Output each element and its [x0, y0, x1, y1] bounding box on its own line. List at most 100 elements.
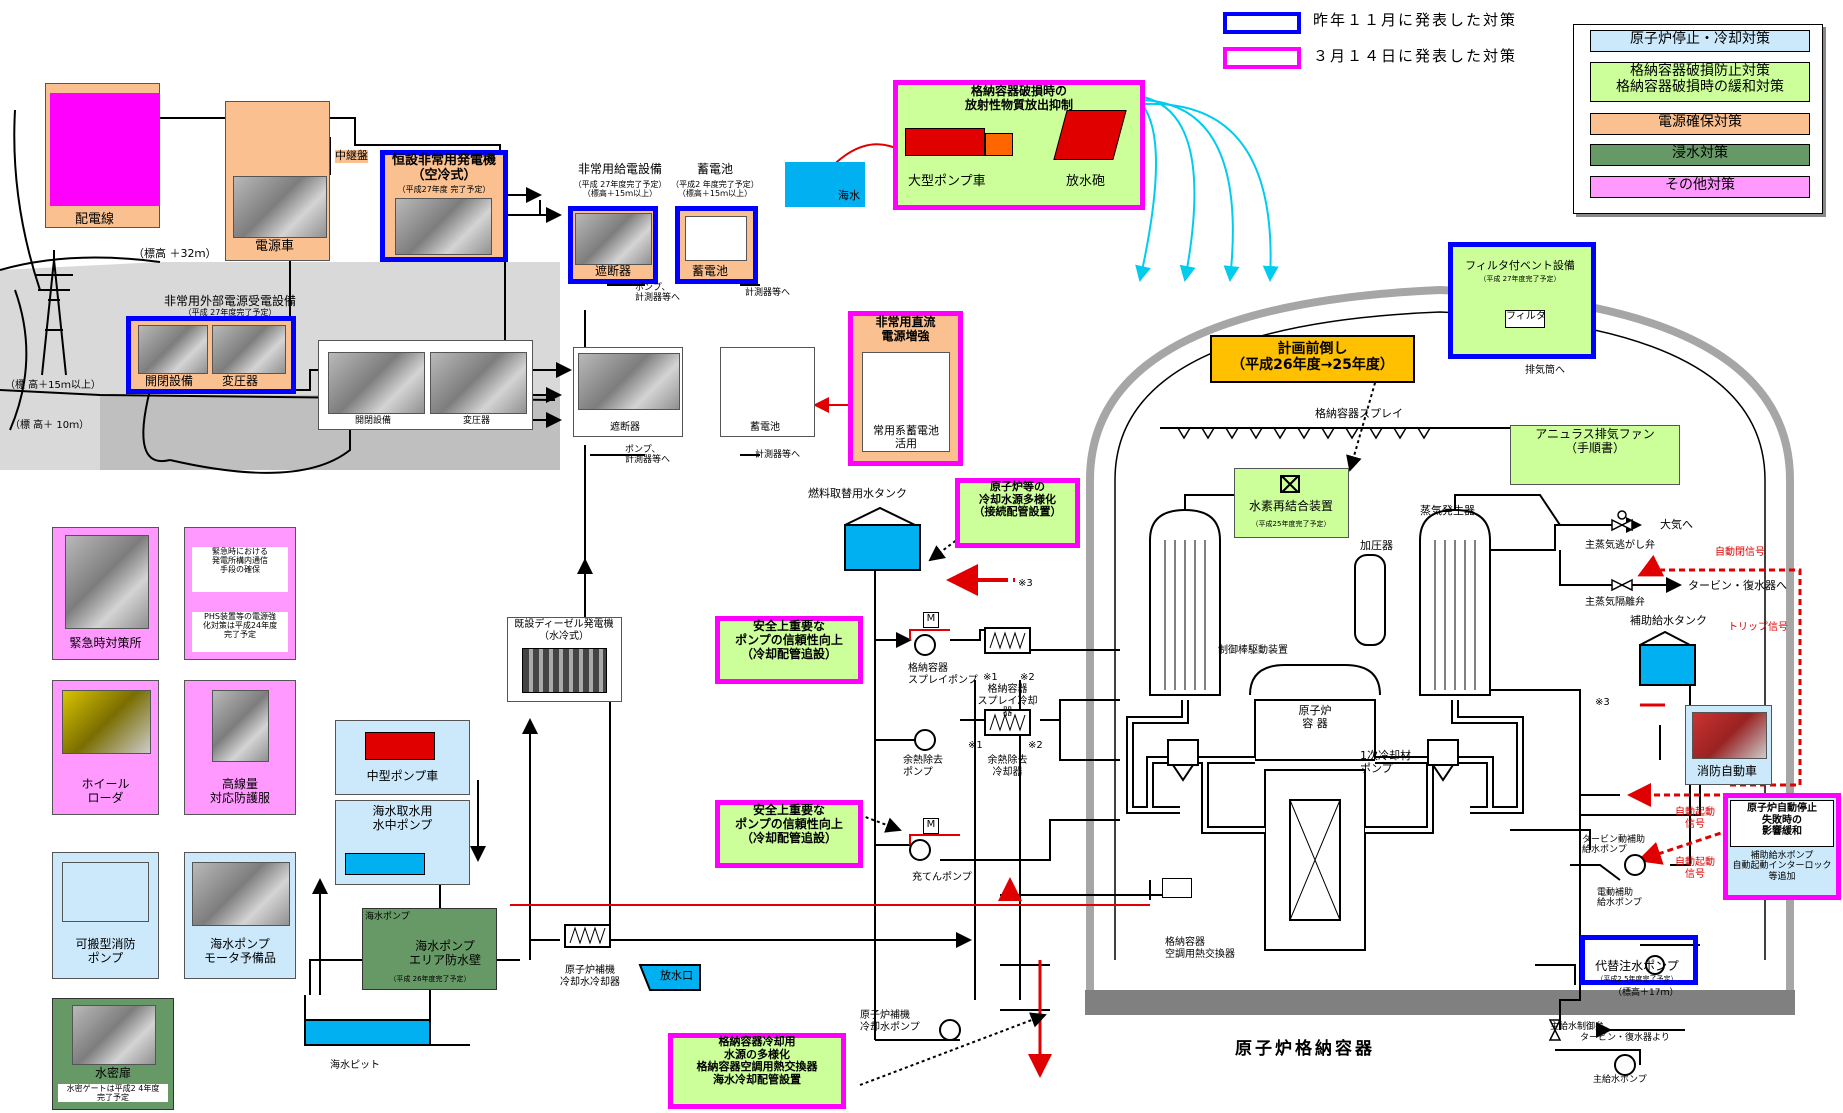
stack-label: 排気筒へ — [1525, 365, 1565, 377]
fw-pump-label: 主給水ポンプ — [1593, 1075, 1647, 1085]
switchgear-photo — [138, 325, 208, 374]
transformer-label: 変圧器 — [222, 375, 258, 389]
ct-cooling-label: 格納容器冷却用 水源の多様化 格納容器空調用熱交換器 海水冷却配管設置 — [671, 1036, 843, 1087]
ac-hx-icon — [1162, 878, 1192, 898]
pump-meters-existing: ポンプ、 計測器等へ — [625, 445, 670, 466]
motor-spare-label: 海水ポンプ モータ予備品 — [186, 938, 294, 966]
pressurizer-label: 加圧器 — [1360, 540, 1393, 553]
filter-vent-note: （平成 27年度完了予定） — [1450, 275, 1590, 283]
fw-valve-label: 主給水制御弁 — [1550, 1022, 1604, 1032]
breaker-new-photo — [575, 213, 652, 265]
distribution-line-label: 配電線 — [75, 213, 114, 228]
isolation-valve-label: 主蒸気隔離弁 — [1585, 597, 1645, 609]
switchgear-label: 開閉設備 — [145, 375, 193, 389]
sw-wall-label: 海水ポンプ エリア防水壁 — [395, 940, 495, 968]
power-truck-label: 電源車 — [255, 240, 294, 255]
sea-pit-label: 海水ピット — [330, 1060, 380, 1072]
fuel-water-tank — [845, 508, 920, 570]
breaker-new-label: 遮断器 — [595, 265, 631, 279]
md-pump-label: 電動補助 給水ポンプ — [1597, 888, 1642, 909]
ccw-pump-label: 原子炉補機 冷却水ポンプ — [860, 1010, 920, 1033]
meters-new: 計測器等へ — [745, 288, 790, 298]
emergency-feed-label: 非常用給電設備 — [565, 163, 675, 177]
h2-recombiner-icon — [1280, 475, 1300, 493]
pump-truck-cab — [985, 133, 1013, 156]
fire-truck-label: 消防自動車 — [1697, 765, 1757, 779]
existing-breaker-photo — [578, 353, 680, 410]
ccw-cooler-label: 原子炉補機 冷却水冷却器 — [555, 965, 625, 988]
note3-top: ※3 — [1018, 578, 1033, 590]
relief-valve-label: 主蒸気逃がし弁 — [1585, 540, 1655, 552]
suit-label: 高線量 対応防護服 — [186, 778, 294, 806]
water-cannon-label: 放水砲 — [1066, 175, 1105, 190]
power-truck-photo — [233, 176, 327, 238]
turbine-cond-label: タービン・復水器へ — [1688, 580, 1787, 593]
elev-10-label: （標 高＋ 10ｍ） — [10, 420, 89, 432]
elev-32-label: （標高 ＋32ｍ） — [133, 248, 217, 261]
reactor-vessel-label: 原子炉 容 器 — [1280, 705, 1350, 730]
containment-label: 原子炉格納容器 — [1235, 1040, 1375, 1060]
portable-pump-photo — [62, 862, 149, 922]
atws-label: 原子炉自動停止 失敗時の 影響緩和 — [1730, 800, 1834, 847]
legend-nov-swatch — [1223, 12, 1301, 34]
pump-meters-new: ポンプ、 計測器等へ — [635, 283, 680, 304]
aux-tank-label: 補助給水タンク — [1630, 615, 1707, 628]
battery-new-inner — [685, 216, 747, 261]
motor-icon-1: M — [923, 612, 939, 628]
legend-nov-label: 昨年１１月に発表した対策 — [1313, 12, 1517, 29]
portable-pump-label: 可搬型消防 ポンプ — [54, 938, 157, 966]
legend-cat-flood: 浸水対策 — [1590, 144, 1810, 166]
h2-recombiner-note: （平成25年度完了予定） — [1236, 520, 1346, 528]
elev-17-label: （標高＋17ｍ） — [1613, 988, 1678, 998]
distribution-line-magenta — [50, 93, 160, 206]
motor-spare-photo — [192, 862, 290, 926]
sw-pump-label: 海水ポンプ — [365, 912, 410, 922]
pump-truck-icon — [905, 128, 985, 156]
crdm-label: 制御棒駆動装置 — [1218, 645, 1288, 657]
pump-truck-label: 大型ポンプ車 — [908, 175, 986, 190]
legend-cat-containment: 格納容器破損防止対策 格納容器破損時の緩和対策 — [1590, 62, 1810, 102]
release-suppression-title: 格納容器破損時の 放射性物質放出抑制 — [900, 85, 1138, 113]
submersible-pool — [345, 853, 425, 875]
battery-new-label: 蓄電池 — [665, 163, 765, 177]
filter-icon: フィルタ — [1505, 310, 1545, 328]
suit-photo — [212, 690, 269, 762]
submersible-label: 海水取水用 水中ポンプ — [337, 805, 468, 833]
loader-label: ホイール ローダ — [54, 778, 157, 806]
comms-label: 緊急時における 発電所構内通信 手段の確保 — [192, 547, 288, 592]
existing-switchgear-label: 開閉設備 — [355, 416, 391, 426]
emergency-generator-photo — [395, 198, 492, 255]
legend-cat-reactor: 原子炉停止・冷却対策 — [1590, 30, 1810, 52]
ct-spray-cooler-label: 格納容器 スプレイ冷却器 — [975, 684, 1040, 719]
note3-right: ※3 — [1595, 697, 1610, 709]
reliability-label-1: 安全上重要な ポンプの信頼性向上 （冷却配管追設） — [718, 620, 860, 661]
atws-note: 補助給水ポンプ 自動起動インターロック 等追加 — [1728, 851, 1836, 882]
comms-note: PHS装置等の電源強 化対策は平成24年度 完了予定 — [192, 612, 288, 652]
trip-label: トリップ信号 — [1728, 622, 1788, 634]
sg-label: 蒸気発生器 — [1420, 505, 1475, 518]
containment-base — [1085, 990, 1795, 1015]
spray-label: 格納容器スプレイ — [1315, 408, 1403, 421]
diesel-gen-label: 既設ディーゼル発電機 （水冷式） — [509, 619, 619, 642]
note2-a: ※2 — [1020, 672, 1035, 684]
relay-panel-label: 中継盤 — [335, 150, 368, 163]
dc-power-label: 非常用直流 電源増強 — [853, 316, 958, 344]
existing-battery-label: 蓄電池 — [750, 422, 780, 434]
auto-start-label-2: 自動起動 信号 — [1665, 857, 1725, 880]
aux-feedwater-tank — [1640, 632, 1695, 685]
h2-recombiner-label: 水素再結合装置 — [1236, 500, 1346, 514]
existing-switchgear-photo — [328, 352, 425, 414]
existing-transformer-label: 変圧器 — [463, 416, 490, 426]
outlet-label: 放水口 — [660, 970, 693, 983]
ct-spray-pump-label: 格納容器 スプレイポンプ — [908, 663, 978, 686]
ext-receiving-label: 非常用外部電源受電設備 — [130, 295, 330, 309]
sea-label: 海水 — [838, 190, 860, 203]
emergency-generator-label: 恒設非常用発電機 （空冷式） — [385, 154, 503, 184]
mid-pump-truck-label: 中型ポンプ車 — [337, 770, 468, 784]
diversify-label: 原子炉等の 冷却水源多様化 （接続配管設置） — [958, 481, 1077, 519]
meters-existing: 計測器等へ — [755, 450, 800, 460]
rcp-label: 1次冷却材 ポンプ — [1360, 750, 1411, 775]
legend-mar-label: ３月１４日に発表した対策 — [1313, 48, 1517, 65]
emergency-center-photo — [65, 535, 149, 629]
to-air-label: 大気へ — [1660, 519, 1693, 532]
